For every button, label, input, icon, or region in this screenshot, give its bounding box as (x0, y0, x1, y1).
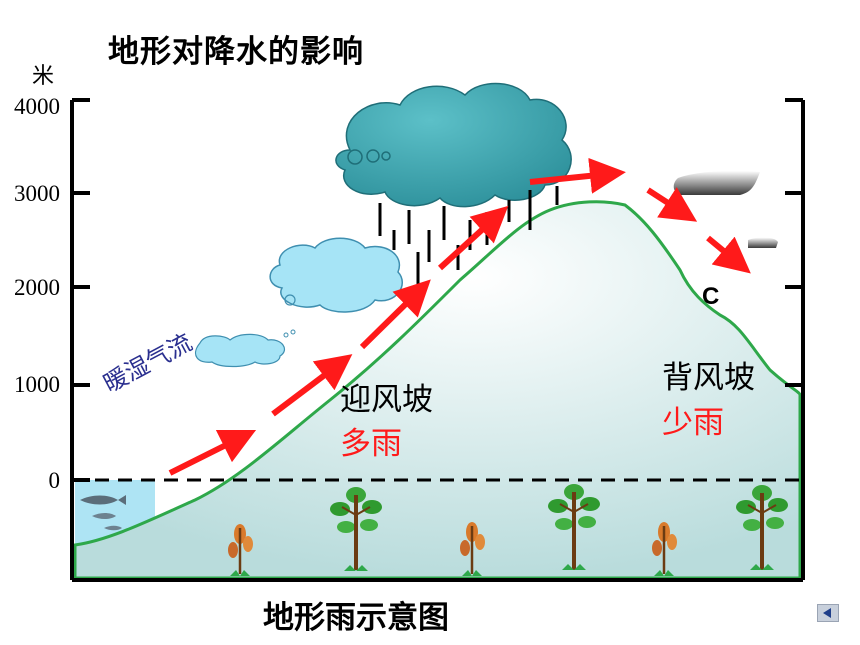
diagram-caption: 地形雨示意图 (263, 600, 449, 636)
shrub-icon (228, 524, 253, 576)
previous-slide-button[interactable] (817, 604, 839, 622)
leeward-slope-label: 背风坡 (662, 360, 755, 396)
tick-label-1000: 1000 (14, 372, 60, 397)
point-c-label: C (702, 283, 720, 310)
tick-label-4000: 4000 (14, 94, 60, 119)
left-ticks (72, 98, 90, 482)
leeward-small-cloud-icon (748, 237, 778, 248)
tree-icon (330, 487, 382, 571)
tick-label-2000: 2000 (14, 275, 60, 300)
windward-rain-label: 多雨 (340, 426, 402, 462)
mountain-shape (73, 200, 802, 580)
tick-label-3000: 3000 (14, 181, 60, 206)
shrub-icon (460, 522, 485, 576)
axis-unit-label: 米 (32, 64, 55, 89)
shrub-icon (652, 522, 677, 576)
windward-slope-label: 迎风坡 (340, 382, 433, 418)
airflow-arrows (168, 157, 751, 476)
diagram-title: 地形对降水的影响 (108, 34, 364, 70)
rain-cloud-icon (335, 82, 572, 208)
tick-label-0: 0 (48, 468, 61, 493)
medium-cloud-icon (269, 237, 404, 313)
leeward-rain-label: 少雨 (662, 405, 724, 441)
fish-icon (80, 495, 126, 531)
tree-icon (548, 484, 600, 570)
back-arrow-icon (823, 608, 831, 618)
tree-icon (736, 485, 788, 570)
small-cloud-icon (195, 329, 296, 368)
leeward-cloud-icon (673, 170, 760, 195)
right-ticks (785, 98, 803, 387)
